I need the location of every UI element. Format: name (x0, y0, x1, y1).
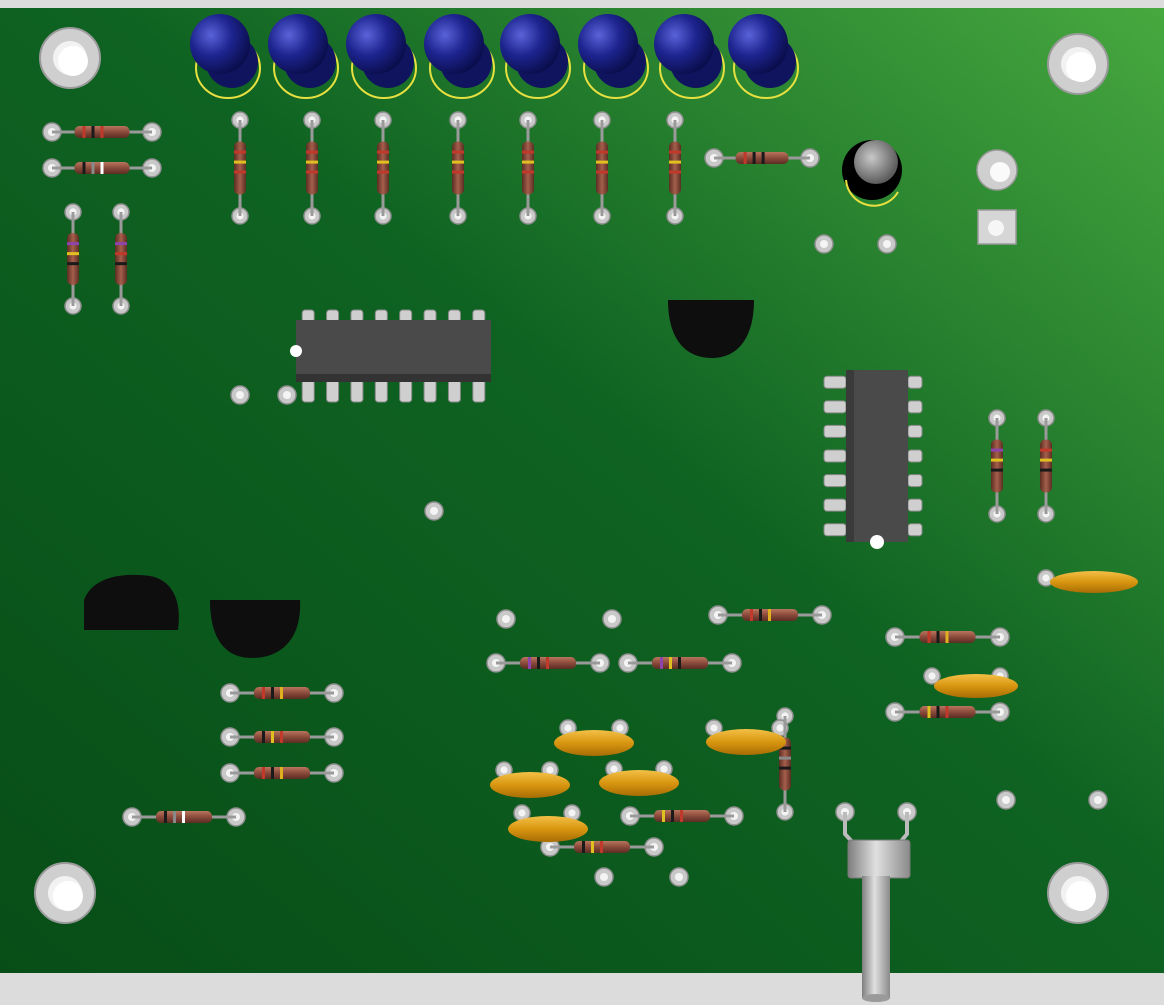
integrated-circuit (823, 370, 923, 549)
ceramic-capacitor (599, 770, 679, 796)
ceramic-capacitor (706, 729, 786, 755)
resistor (52, 162, 152, 174)
resistor (115, 212, 127, 306)
resistor (628, 657, 732, 669)
led (654, 14, 725, 99)
led (500, 14, 571, 99)
solder-pad (230, 385, 250, 405)
resistor (132, 811, 236, 823)
ceramic-capacitor (554, 730, 634, 756)
resistor (306, 120, 318, 216)
resistor (630, 810, 734, 822)
resistor (496, 657, 600, 669)
connector-pad-square (977, 209, 1017, 245)
solder-pad (277, 385, 297, 405)
led (268, 14, 339, 99)
transistor (84, 574, 179, 630)
transistor (210, 600, 301, 658)
solder-pad (496, 609, 516, 629)
ceramic-capacitor (934, 674, 1018, 698)
integrated-circuit (290, 309, 491, 403)
resistor (669, 120, 681, 216)
electrolytic-capacitor (842, 140, 902, 207)
ceramic-capacitor (508, 816, 588, 842)
resistor (452, 120, 464, 216)
resistor (67, 212, 79, 306)
resistor (230, 687, 334, 699)
resistor (895, 631, 1000, 643)
ceramic-capacitor (490, 772, 570, 798)
solder-pad (814, 234, 834, 254)
potentiometer (843, 812, 911, 1002)
resistor (714, 152, 810, 164)
resistor (230, 731, 334, 743)
solder-pad (424, 501, 444, 521)
solder-pad (923, 667, 941, 685)
ceramic-capacitor (1050, 571, 1138, 593)
resistor (991, 418, 1003, 514)
led (728, 14, 799, 99)
resistor (596, 120, 608, 216)
resistor (234, 120, 246, 216)
led (346, 14, 417, 99)
connector-pad-round (976, 149, 1018, 191)
resistor (52, 126, 152, 138)
resistor (377, 120, 389, 216)
led (424, 14, 495, 99)
resistor (550, 841, 654, 853)
solder-pad (877, 234, 897, 254)
led (578, 14, 649, 99)
resistor (779, 716, 791, 812)
solder-pad (594, 867, 614, 887)
resistor (718, 609, 822, 621)
mounting-hole (39, 27, 101, 89)
resistor (522, 120, 534, 216)
resistor (230, 767, 334, 779)
solder-pad (602, 609, 622, 629)
mounting-hole (34, 862, 96, 924)
resistor (1040, 418, 1052, 514)
solder-pad (513, 804, 531, 822)
resistor (895, 706, 1000, 718)
solder-pad (1088, 790, 1108, 810)
solder-pad (996, 790, 1016, 810)
mounting-hole (1047, 862, 1109, 924)
mounting-hole (1047, 33, 1109, 95)
solder-pad (669, 867, 689, 887)
led (190, 14, 261, 99)
transistor (668, 300, 754, 358)
